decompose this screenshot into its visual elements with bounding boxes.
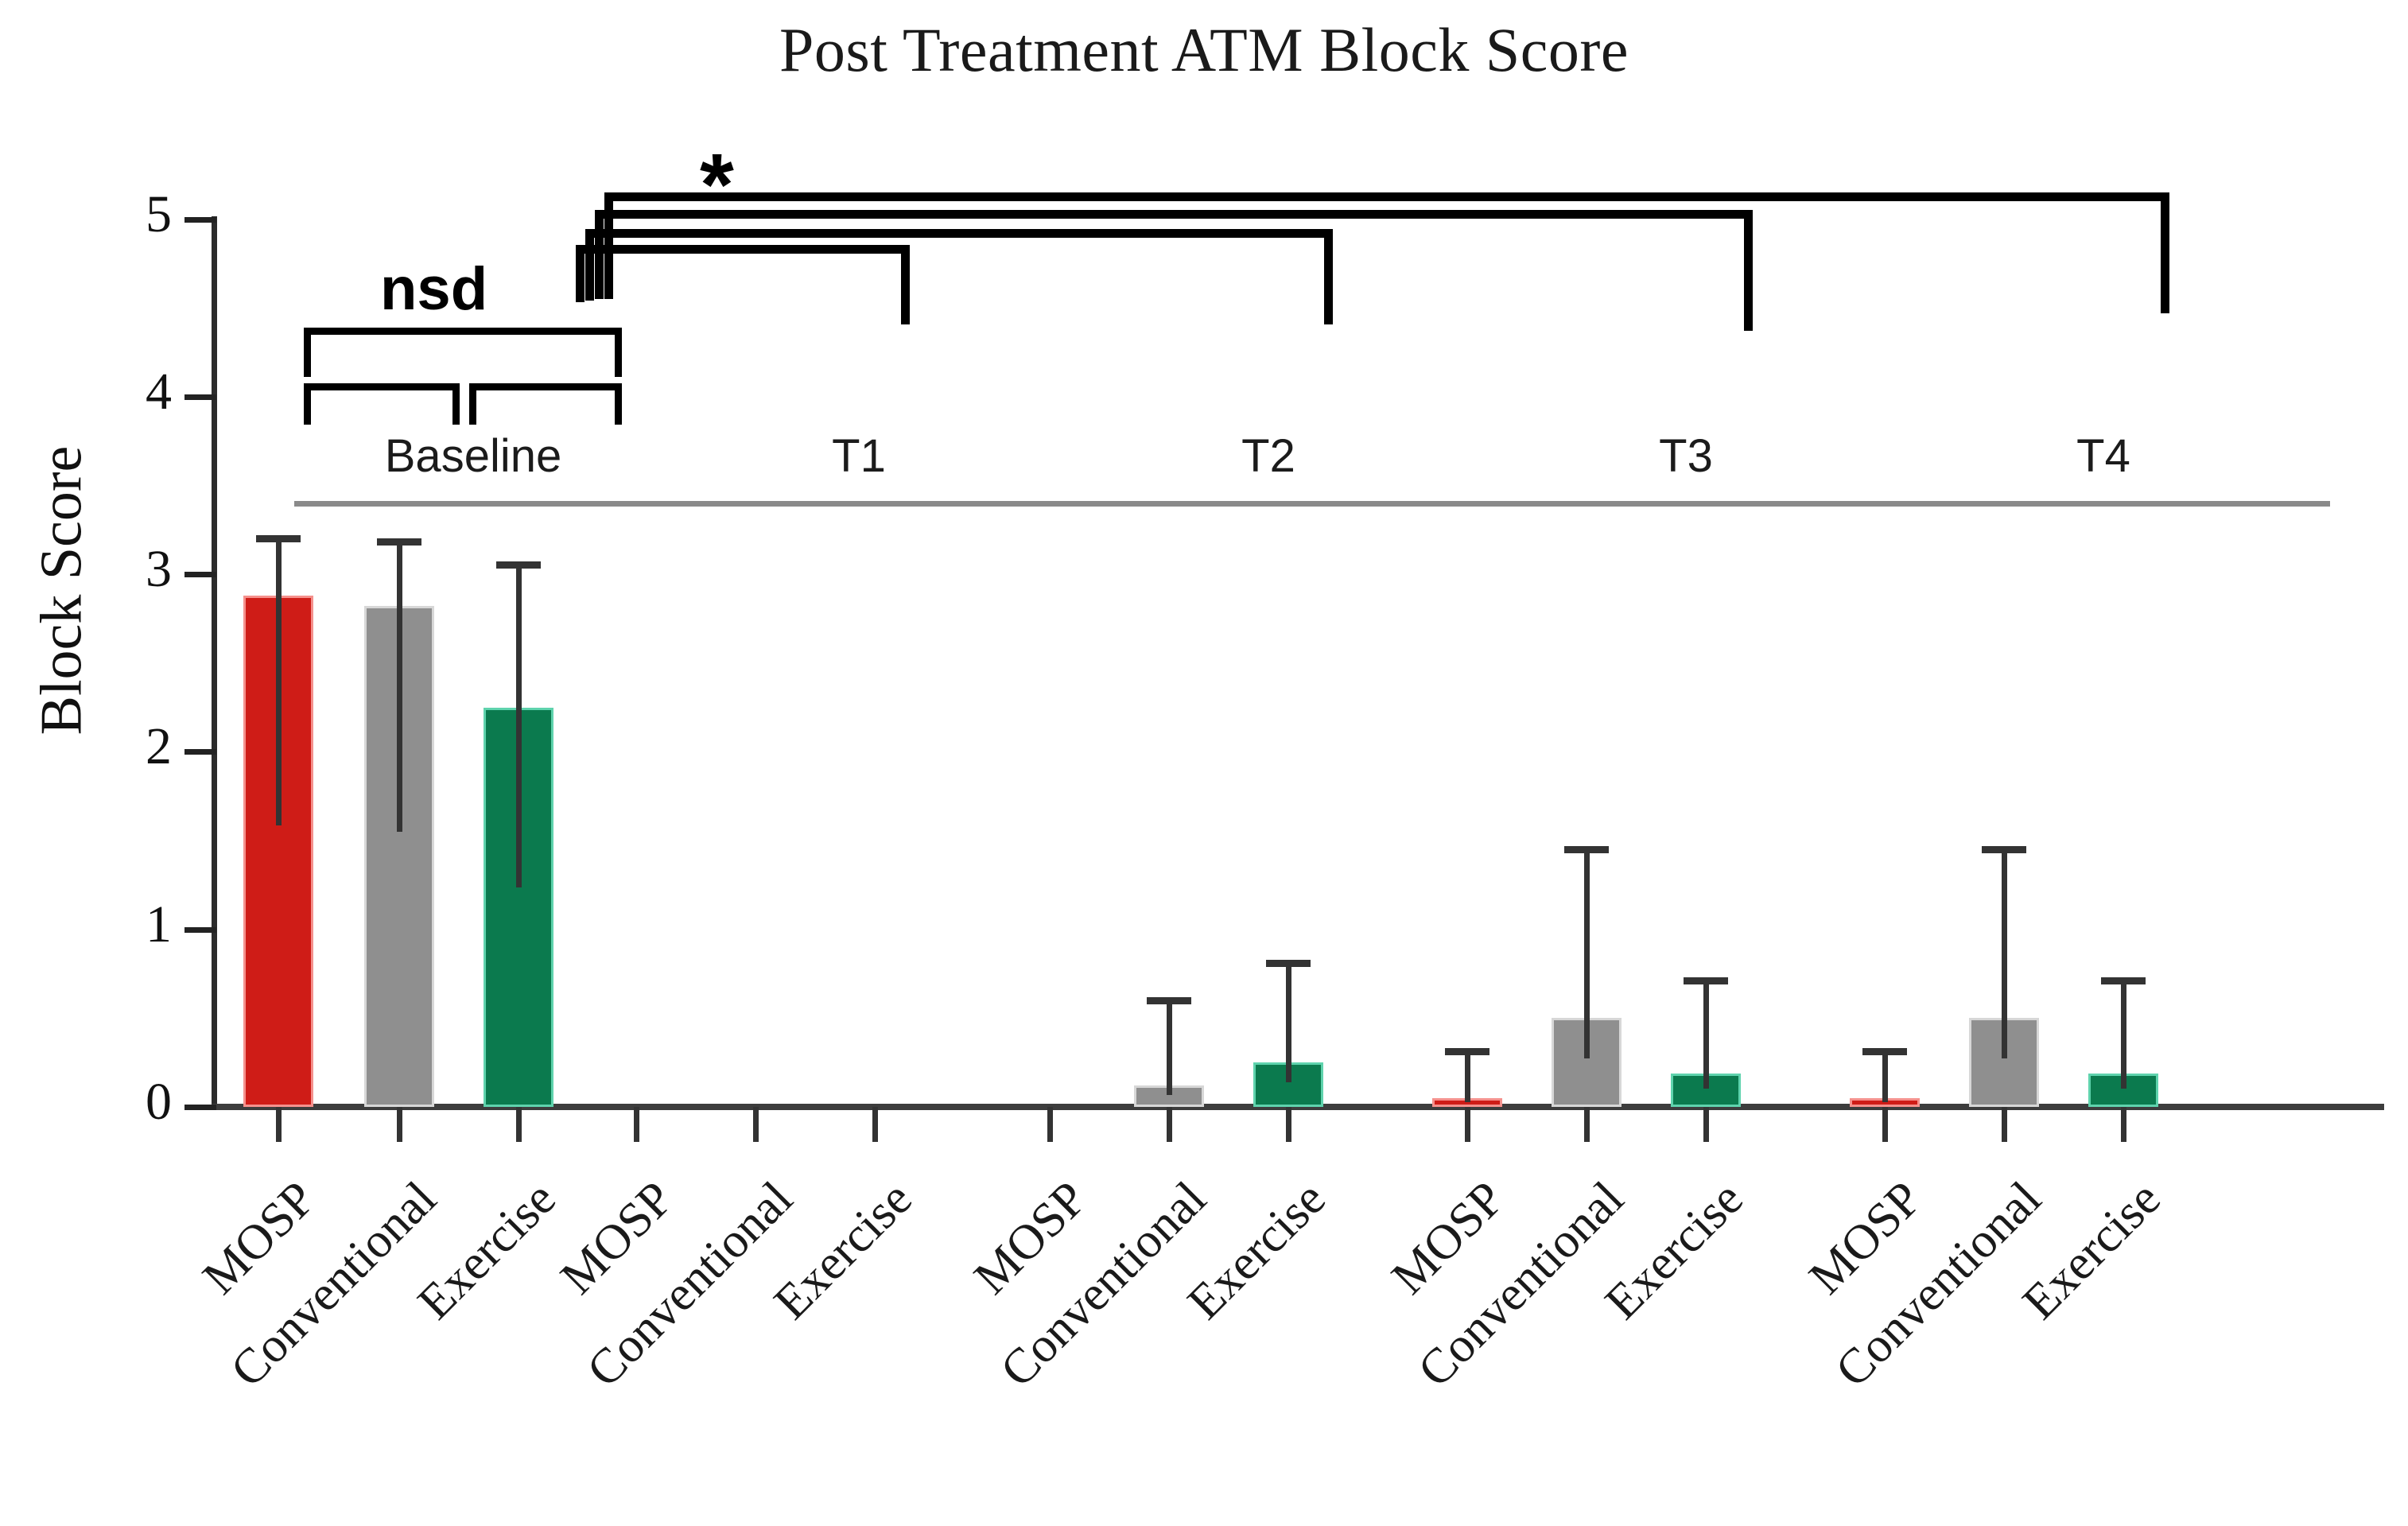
y-tick-0 [184,1105,216,1110]
significance-star: * [700,136,734,234]
error-bar-stem [2002,845,2007,1058]
error-bar-cap [1684,977,1728,984]
y-tick-5 [184,216,216,223]
y-tick-label-0: 0 [146,1073,172,1131]
group-label-t3: T3 [1659,430,1713,482]
group-label-t2: T2 [1241,430,1295,482]
x-tick-14 [2121,1107,2126,1142]
bar-layer [212,216,2391,1107]
error-bar-stem [276,534,282,826]
x-tick-11 [1703,1107,1709,1142]
x-tick-6 [1047,1107,1053,1142]
error-bar-stem [1703,977,1709,1089]
y-tick-label-1: 1 [146,895,172,953]
error-bar-stem [516,561,522,887]
group-label-t1: T1 [832,430,886,482]
x-tick-4 [753,1107,759,1142]
y-tick-2 [184,749,216,755]
group-label-baseline: Baseline [384,430,562,482]
error-bar-cap [2101,977,2146,984]
error-bar-stem [1584,845,1590,1058]
y-tick-4 [184,394,216,400]
y-tick-label-3: 3 [146,540,172,599]
x-tick-1 [397,1107,402,1142]
x-tick-12 [1882,1107,1888,1142]
x-tick-9 [1465,1107,1470,1142]
nsd-annotation: nsd [380,255,488,323]
group-underline-t3 [1463,501,1909,507]
x-tick-0 [276,1107,282,1142]
error-bar-cap [1147,996,1191,1004]
error-bar-stem [2121,977,2126,1089]
error-bar-cap [1564,845,1609,853]
error-bar-cap [1982,845,2026,853]
y-tick-1 [184,926,216,933]
error-bar-stem [1286,959,1291,1083]
error-bar-stem [1465,1048,1470,1102]
error-bar-stem [397,538,402,832]
x-tick-10 [1584,1107,1590,1142]
error-bar-cap [496,561,541,569]
x-tick-3 [634,1107,639,1142]
group-underline-t4 [1877,501,2330,507]
y-tick-3 [184,572,216,578]
x-tick-13 [2002,1107,2007,1142]
error-bar-cap [377,538,421,546]
x-tick-7 [1167,1107,1172,1142]
x-axis-line [212,1104,2384,1110]
chart-canvas: Post Treatment ATM Block Score Block Sco… [29,15,2391,1398]
y-tick-label-2: 2 [146,717,172,776]
error-bar-cap [1266,959,1311,967]
x-tick-8 [1286,1107,1291,1142]
group-label-t4: T4 [2076,430,2130,482]
y-tick-label-4: 4 [146,362,172,421]
error-bar-cap [256,534,301,542]
y-tick-label-5: 5 [146,184,172,243]
error-bar-stem [1167,996,1172,1096]
chart-title: Post Treatment ATM Block Score [779,15,1629,84]
error-bar-cap [1862,1048,1907,1056]
plot-area [212,216,2391,1107]
x-tick-2 [516,1107,522,1142]
y-axis-line [212,216,217,1110]
error-bar-cap [1445,1048,1489,1056]
group-underline-t2 [1042,501,1495,507]
x-tick-5 [872,1107,878,1142]
group-underline-baseline [294,501,652,507]
error-bar-stem [1882,1048,1888,1102]
group-underline-t1 [636,501,1082,507]
